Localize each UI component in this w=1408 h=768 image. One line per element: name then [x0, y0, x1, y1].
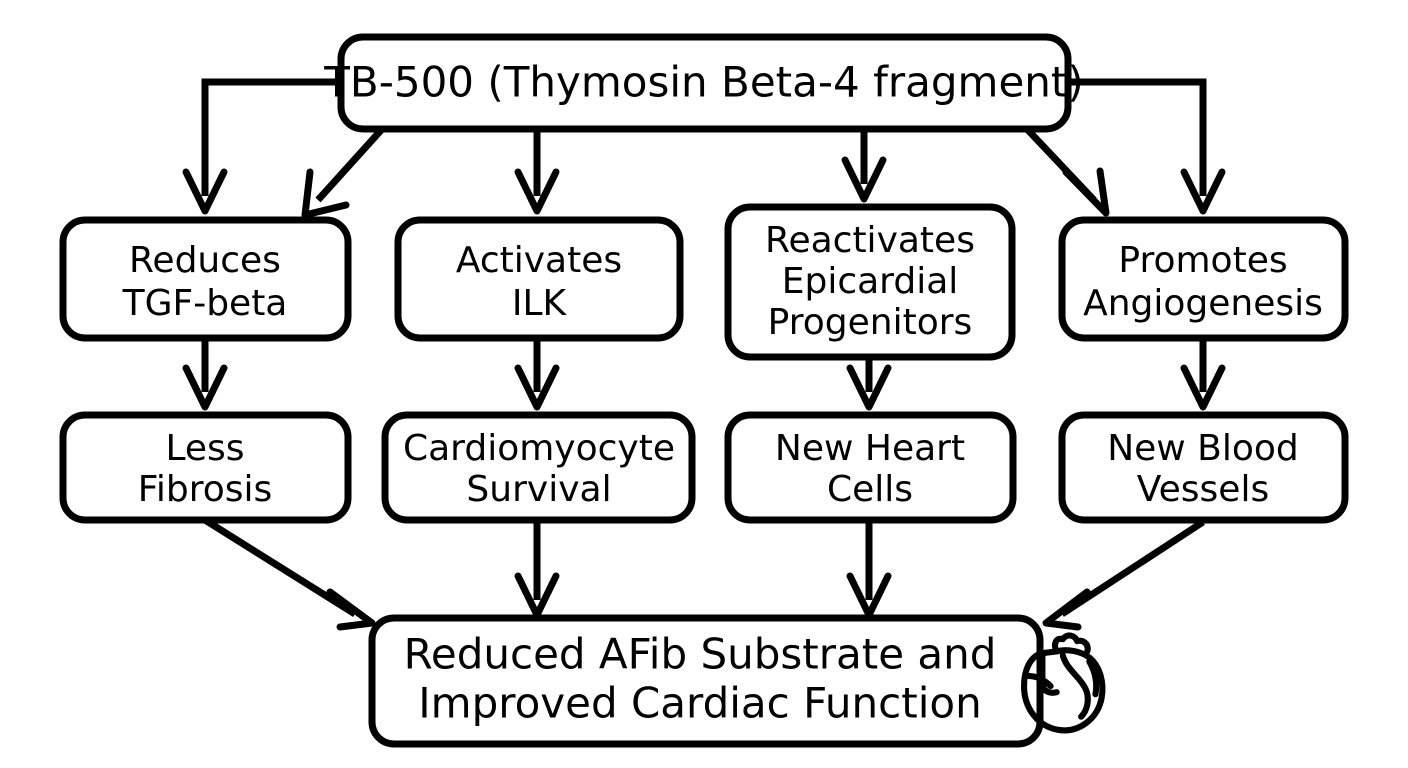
node-less-fibrosis[interactable]: Less Fibrosis [59, 411, 352, 524]
node-reactivates-epicardial-progenitors[interactable]: Reactivates Epicardial Progenitors [724, 203, 1016, 361]
edge-reactivates-epicardial-progenitors-to-new-heart-cells [846, 357, 892, 411]
reduced-afib-substrate-label-line1: Reduced AFib Substrate and [404, 630, 997, 679]
edge-tb500-to-promotes-angiogenesis-elbow [1068, 78, 1226, 215]
promotes-angiogenesis-label-line1: Promotes [1118, 240, 1287, 281]
edge-new-blood-vessels-to-result [1042, 519, 1205, 631]
new-blood-vessels-label-line2: Vessels [1137, 469, 1269, 510]
node-activates-ilk[interactable]: Activates ILK [394, 216, 684, 342]
activates-ilk-label-line1: Activates [456, 240, 622, 281]
node-new-blood-vessels[interactable]: New Blood Vessels [1058, 411, 1349, 524]
edges-group [182, 78, 1226, 631]
less-fibrosis-box[interactable] [59, 411, 352, 524]
new-blood-vessels-label-line1: New Blood [1107, 428, 1299, 469]
edge-promotes-angiogenesis-to-new-blood-vessels [1180, 340, 1226, 411]
node-new-heart-cells[interactable]: New Heart Cells [724, 411, 1017, 524]
edge-less-fibrosis-to-result [203, 517, 376, 631]
new-heart-cells-label-line2: Cells [827, 469, 913, 510]
promotes-angiogenesis-label-line2: Angiogenesis [1083, 283, 1323, 324]
reduces-tgf-beta-label-line1: Reduces [129, 240, 281, 281]
cardiomyocyte-survival-box[interactable] [381, 411, 696, 524]
reactivates-epicardial-progenitors-label-line2: Epicardial [782, 261, 959, 302]
new-heart-cells-box[interactable] [724, 411, 1017, 524]
edge-tb500-to-reactivates-epicardial-progenitors [841, 130, 887, 203]
node-cardiomyocyte-survival[interactable]: Cardiomyocyte Survival [381, 411, 696, 524]
edge-tb500-to-reduces-tgf-beta-diagonal [301, 125, 386, 219]
tb500-label: TB-500 (Thymosin Beta-4 fragment) [323, 58, 1084, 107]
promotes-angiogenesis-box[interactable] [1058, 216, 1349, 342]
tb500-box[interactable] [337, 33, 1072, 133]
node-tb500[interactable]: TB-500 (Thymosin Beta-4 fragment) [323, 33, 1084, 133]
less-fibrosis-label-line1: Less [165, 428, 244, 469]
node-reduced-afib-substrate[interactable]: Reduced AFib Substrate and Improved Card… [368, 614, 1044, 748]
reduces-tgf-beta-label-line2: TGF-beta [122, 283, 288, 324]
less-fibrosis-label-line2: Fibrosis [138, 469, 273, 510]
anatomical-heart-icon [1020, 632, 1106, 734]
activates-ilk-label-line2: ILK [512, 283, 568, 324]
new-heart-cells-label-line1: New Heart [775, 428, 965, 469]
edge-new-heart-cells-to-result [846, 522, 892, 619]
edge-reduces-tgf-beta-to-less-fibrosis [182, 340, 228, 411]
new-blood-vessels-box[interactable] [1058, 411, 1349, 524]
cardiomyocyte-survival-label-line2: Survival [466, 469, 611, 510]
activates-ilk-box[interactable] [394, 216, 684, 342]
edge-activates-ilk-to-cardiomyocyte-survival [514, 340, 560, 411]
reduced-afib-substrate-label-line2: Improved Cardiac Function [418, 679, 981, 728]
node-reduces-tgf-beta[interactable]: Reduces TGF-beta [59, 216, 352, 342]
edge-tb500-to-reduces-tgf-beta-elbow [182, 78, 341, 215]
node-promotes-angiogenesis[interactable]: Promotes Angiogenesis [1058, 216, 1349, 342]
reactivates-epicardial-progenitors-label-line1: Reactivates [765, 220, 975, 261]
cardiomyocyte-survival-label-line1: Cardiomyocyte [403, 428, 675, 469]
reactivates-epicardial-progenitors-box[interactable] [724, 203, 1016, 361]
reactivates-epicardial-progenitors-label-line3: Progenitors [768, 302, 973, 343]
edge-tb500-to-activates-ilk [514, 130, 560, 215]
edge-tb500-to-promotes-angiogenesis-diagonal [1023, 125, 1110, 217]
edge-cardiomyocyte-survival-to-result [514, 522, 560, 619]
reduces-tgf-beta-box[interactable] [59, 216, 352, 342]
